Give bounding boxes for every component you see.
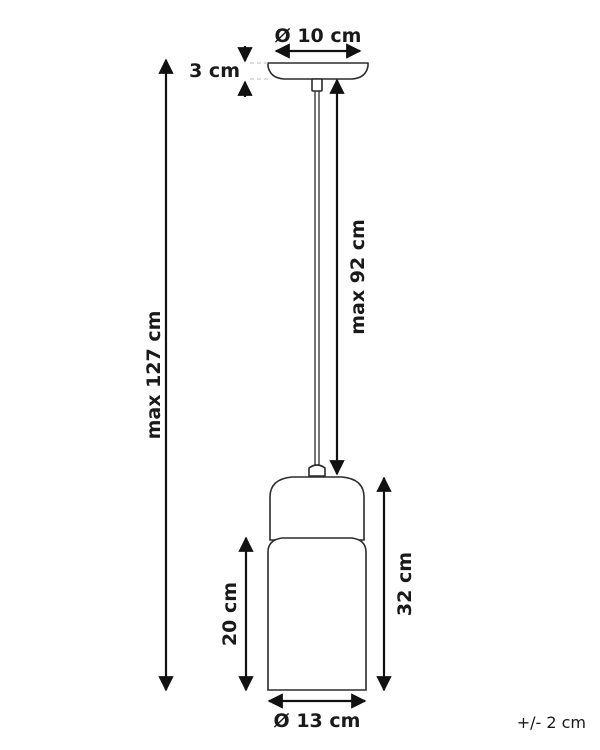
shade-diameter-label: Ø 13 cm [274,710,361,732]
ceiling-canopy [267,62,369,80]
cord-length-label: max 92 cm [347,219,369,335]
shade-height-label: 32 cm [394,552,416,616]
cord-grip [311,78,323,92]
total-height-label: max 127 cm [143,311,165,440]
glass-height-label: 20 cm [219,582,241,646]
canopy-height-label: 3 cm [189,60,240,82]
glass-shade [267,537,367,691]
lamp-illustration [267,62,369,691]
metal-cap [269,476,365,541]
tolerance-note: +/- 2 cm [517,713,586,732]
cord-connector [308,464,326,477]
canopy-diameter-label: Ø 10 cm [275,25,362,47]
